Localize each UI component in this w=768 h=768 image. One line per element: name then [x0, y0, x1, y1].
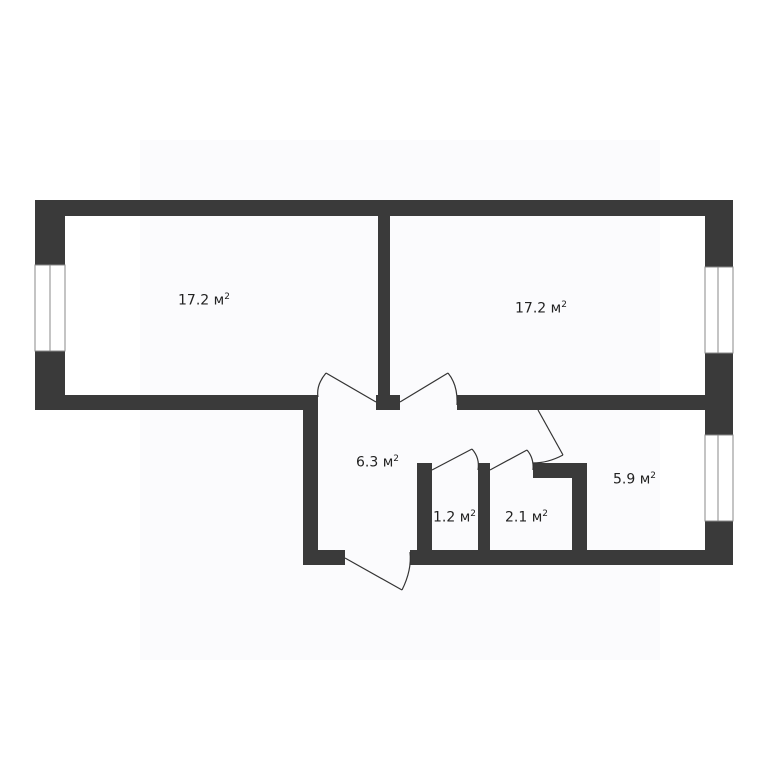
doors: [317, 372, 564, 591]
windows: [34, 264, 734, 522]
kitchen-area: 5.9 м2: [613, 471, 657, 488]
hallway-area: 6.3 м2: [356, 454, 400, 471]
room-2-area: 17.2 м2: [515, 300, 567, 317]
bathroom-area: 2.1 м2: [505, 509, 549, 526]
room-1-area: 17.2 м2: [178, 292, 230, 309]
toilet-area: 1.2 м2: [433, 509, 477, 526]
